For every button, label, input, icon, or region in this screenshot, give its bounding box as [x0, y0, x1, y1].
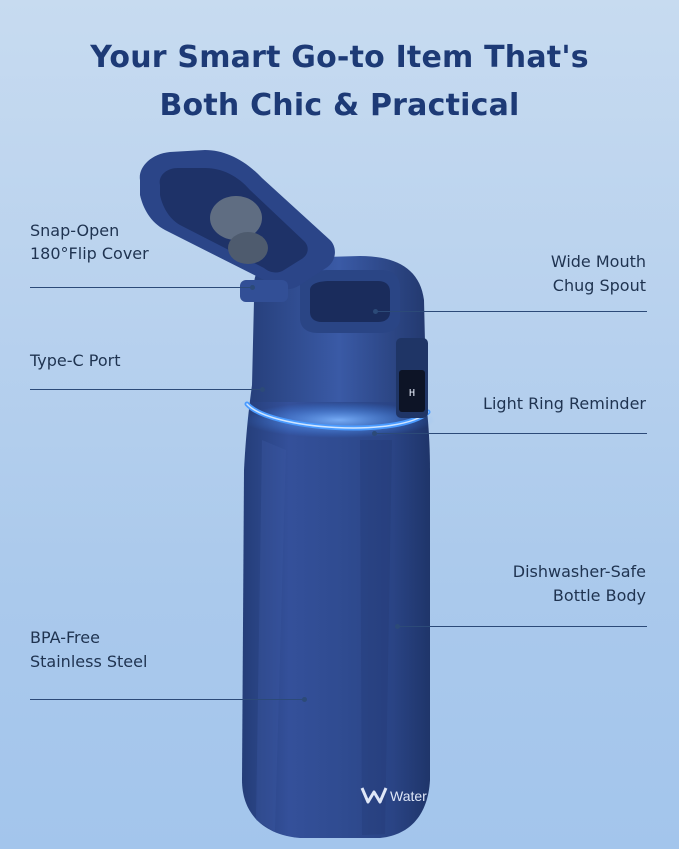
callout-dishwasher-line1: Dishwasher-Safe	[512, 562, 646, 581]
light-ring-glow	[243, 402, 435, 438]
leader-dot-chug-spout	[373, 309, 378, 314]
body-facet-right	[360, 440, 392, 835]
mouthpiece	[210, 196, 262, 240]
brand-logo	[360, 787, 388, 804]
headline-line-1: Your Smart Go-to Item That's	[90, 40, 589, 75]
hinge	[240, 280, 288, 302]
leader-dot-bpa-free	[302, 697, 307, 702]
callout-bpa-free-line1: BPA-Free	[30, 628, 100, 647]
callout-chug-spout-line2: Chug Spout	[552, 276, 646, 295]
body-facet-left	[256, 440, 286, 832]
leader-bpa-free	[30, 699, 304, 700]
callout-bpa-free-line2: Stainless Steel	[30, 652, 148, 671]
leader-flip-cover	[30, 287, 252, 288]
brand-logo-text: Water	[390, 788, 427, 804]
leader-light-ring	[375, 433, 647, 434]
leader-dot-flip-cover	[250, 285, 255, 290]
callout-type-c: Type-C Port	[30, 351, 121, 370]
callout-flip-cover-line2: 180°Flip Cover	[30, 244, 149, 263]
callout-flip-cover-line1: Snap-Open	[30, 221, 120, 240]
leader-dishwasher	[398, 626, 647, 627]
callout-light-ring: Light Ring Reminder	[483, 394, 646, 413]
display-readout: H	[409, 388, 415, 399]
headline-line-2: Both Chic & Practical	[159, 88, 520, 123]
leader-dot-type-c	[260, 387, 265, 392]
leader-chug-spout	[376, 311, 647, 312]
leader-dot-dishwasher	[395, 624, 400, 629]
leader-dot-light-ring	[372, 431, 377, 436]
callout-dishwasher-line2: Bottle Body	[552, 586, 646, 605]
leader-type-c	[30, 389, 262, 390]
bottle-body	[242, 385, 430, 838]
callout-chug-spout-line1: Wide Mouth	[550, 252, 646, 271]
